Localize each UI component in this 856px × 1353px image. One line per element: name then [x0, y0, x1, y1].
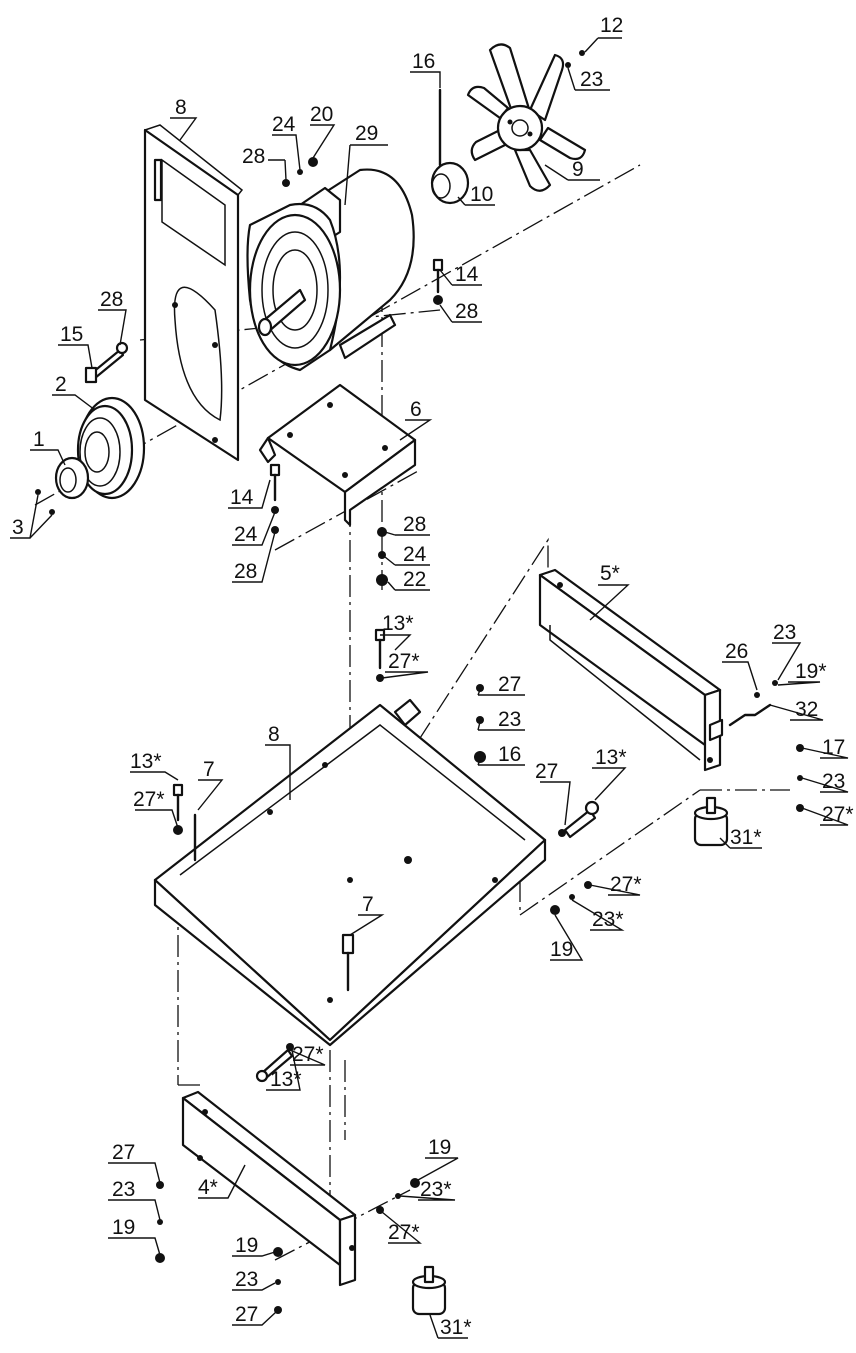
- callout-28: 28: [100, 288, 123, 311]
- callout-23: 23: [112, 1178, 135, 1201]
- callout-27: 27: [112, 1141, 135, 1164]
- callout-19: 19: [235, 1234, 258, 1257]
- fan-blade: [466, 43, 587, 192]
- callout-9: 8: [175, 96, 187, 119]
- callout-28: 28: [455, 300, 478, 323]
- callout-27: 27*: [292, 1043, 324, 1066]
- callout-19: 19: [428, 1136, 451, 1159]
- callout-3: 3: [12, 516, 24, 539]
- rubber-foot: [411, 1265, 447, 1316]
- callout-28: 28: [234, 560, 257, 583]
- callout-4: 4*: [198, 1176, 218, 1199]
- callout-27: 27*: [388, 1221, 420, 1244]
- callout-7: 7: [203, 758, 215, 781]
- left-support-bracket: [181, 1090, 357, 1287]
- callout-20: 20: [310, 103, 333, 126]
- callout-14: 14: [230, 486, 254, 509]
- callout-23: 23: [498, 708, 521, 731]
- callout-23: 23*: [420, 1178, 452, 1201]
- callout-29: 29: [355, 122, 378, 145]
- callout-27: 27*: [133, 788, 165, 811]
- callout-27: 27: [235, 1303, 258, 1326]
- callout-13: 13*: [595, 746, 627, 769]
- callout-19: 16: [498, 743, 521, 766]
- callout-31: 31*: [730, 826, 762, 849]
- callout-32: 32: [795, 698, 818, 721]
- callout-12: 12: [600, 14, 623, 37]
- callout-28: 28: [242, 145, 265, 168]
- callout-2: 2: [55, 373, 67, 396]
- callout-14: 14: [455, 263, 479, 286]
- callout-19: 19: [550, 938, 573, 961]
- callout-6: 6: [410, 398, 422, 421]
- callout-1: 1: [33, 428, 45, 451]
- callout-24: 24: [272, 113, 296, 136]
- shaft-collar: [430, 88, 470, 205]
- callout-20: 22: [403, 568, 426, 591]
- base-frame: [153, 698, 547, 1047]
- callout-11: 10: [470, 183, 493, 206]
- callout-22: 23: [773, 621, 796, 644]
- callout-16: 16: [412, 50, 435, 73]
- callout-10: 9: [572, 158, 584, 181]
- callout-26: 26: [725, 640, 748, 663]
- callout-13: 13*: [130, 750, 162, 773]
- callout-19: 17: [822, 736, 845, 759]
- motor-bracket: [258, 383, 417, 527]
- callout-28: 28: [403, 513, 426, 536]
- motor-mount-plate: [143, 124, 244, 462]
- callout-24: 24: [403, 543, 427, 566]
- callout-31: 31*: [440, 1316, 472, 1339]
- callout-19: 19: [112, 1216, 135, 1239]
- callout-labels: 12 23 16 9 10 29 28 24 20 8 14 28 28 15 …: [12, 14, 854, 1339]
- rubber-foot: [693, 796, 729, 847]
- callout-22: 23: [580, 68, 603, 91]
- callout-15: 15: [60, 323, 83, 346]
- right-support-bracket: [538, 568, 724, 772]
- pulley: [76, 396, 146, 500]
- callout-24: 24: [234, 523, 258, 546]
- callout-27: 27*: [388, 650, 420, 673]
- callout-23: 23: [235, 1268, 258, 1291]
- taper-bushing: [35, 456, 90, 515]
- callout-7: 7: [362, 893, 374, 916]
- callout-27: 27*: [822, 803, 854, 826]
- callout-13: 13*: [382, 612, 414, 635]
- callout-17: 19*: [795, 660, 827, 683]
- callout-5: 5*: [600, 562, 620, 585]
- callout-27: 27*: [610, 873, 642, 896]
- leader-lines: [10, 37, 849, 1339]
- callout-27: 27: [535, 760, 558, 783]
- callout-23: 23: [822, 770, 845, 793]
- callout-13: 13*: [270, 1068, 302, 1091]
- fasteners: [84, 50, 804, 1314]
- callout-27: 27: [498, 673, 521, 696]
- callout-8: 8: [268, 723, 280, 746]
- callout-23: 23*: [592, 908, 624, 931]
- electric-motor: [246, 168, 415, 372]
